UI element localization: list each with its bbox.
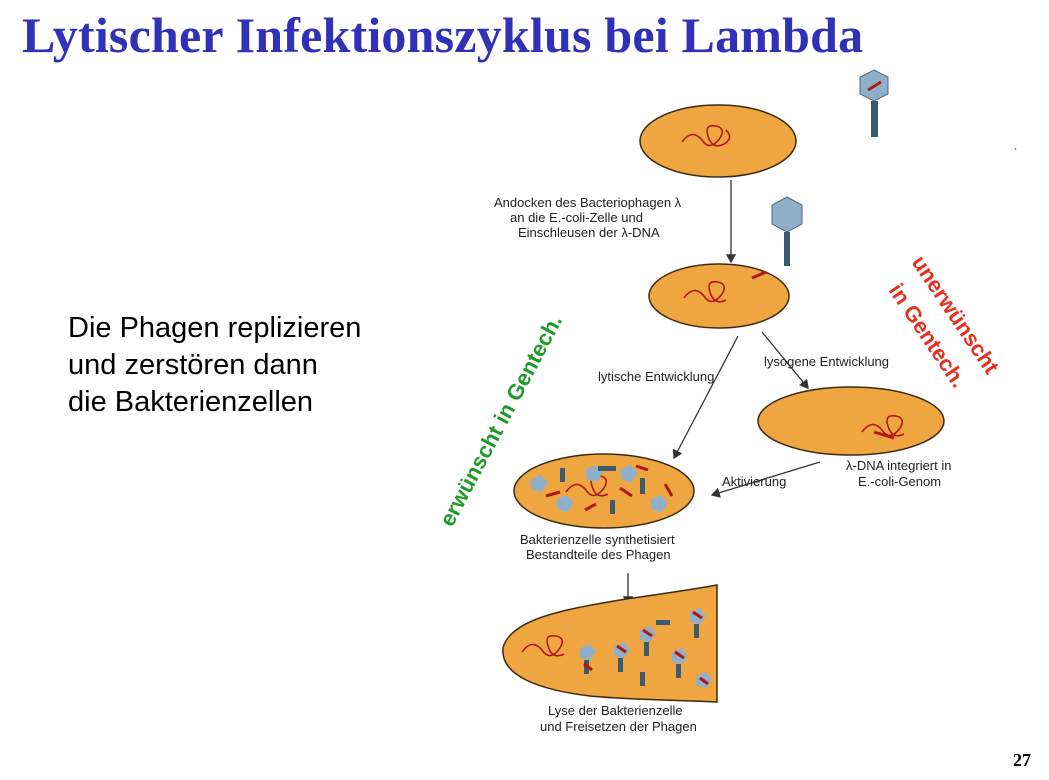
caption-lysogenic: lysogene Entwicklung [764,354,889,369]
edge-mark [1014,147,1017,151]
description-line-3: die Bakterienzellen [68,386,314,418]
caption-lysis: Lyse der Bakterienzelle und Freisetzen d… [540,703,697,734]
cell-lysogenic [757,386,945,456]
description-line-2: und zerstören dann [68,349,318,381]
caption-lysis-line-2: und Freisetzen der Phagen [540,719,697,734]
description-text: Die Phagen replizieren und zerstören dan… [68,310,361,421]
cell-2-infected [648,263,790,329]
arrow-activation [710,461,821,498]
caption-attach-line-2: an die E.-coli-Zelle und [510,210,643,225]
caption-attach-line-1: Andocken des Bacteriophagen λ [494,195,682,210]
caption-attach: Andocken des Bacteriophagen λ an die E.-… [494,195,685,240]
cell-lysed [502,584,718,703]
caption-attach-line-3: Einschleusen der λ-DNA [518,225,660,240]
arrow-lysogenic [761,331,809,390]
page-number: 27 [1013,750,1031,770]
caption-synthesize: Bakterienzelle synthetisiert Bestandteil… [520,532,678,562]
caption-activation: Aktivierung [722,474,786,489]
caption-lytic: lytische Entwicklung [598,369,714,384]
cell-synthesizing [513,453,695,529]
attached-phage-icon [771,196,803,266]
caption-lysis-line-1: Lyse der Bakterienzelle [548,703,683,718]
arrow-lytic [673,335,739,460]
free-phage-icon [859,69,889,137]
caption-integrated: λ-DNA integriert in E.-coli-Genom [846,458,955,489]
caption-synthesize-line-2: Bestandteile des Phagen [526,547,671,562]
caption-integrated-line-1: λ-DNA integriert in [846,458,951,473]
cell-1-uninfected [639,104,797,178]
description-line-1: Die Phagen replizieren [68,312,362,344]
caption-synthesize-line-1: Bakterienzelle synthetisiert [520,532,675,547]
caption-integrated-line-2: E.-coli-Genom [858,474,941,489]
page-title: Lytischer Infektionszyklus bei Lambda [22,7,864,63]
